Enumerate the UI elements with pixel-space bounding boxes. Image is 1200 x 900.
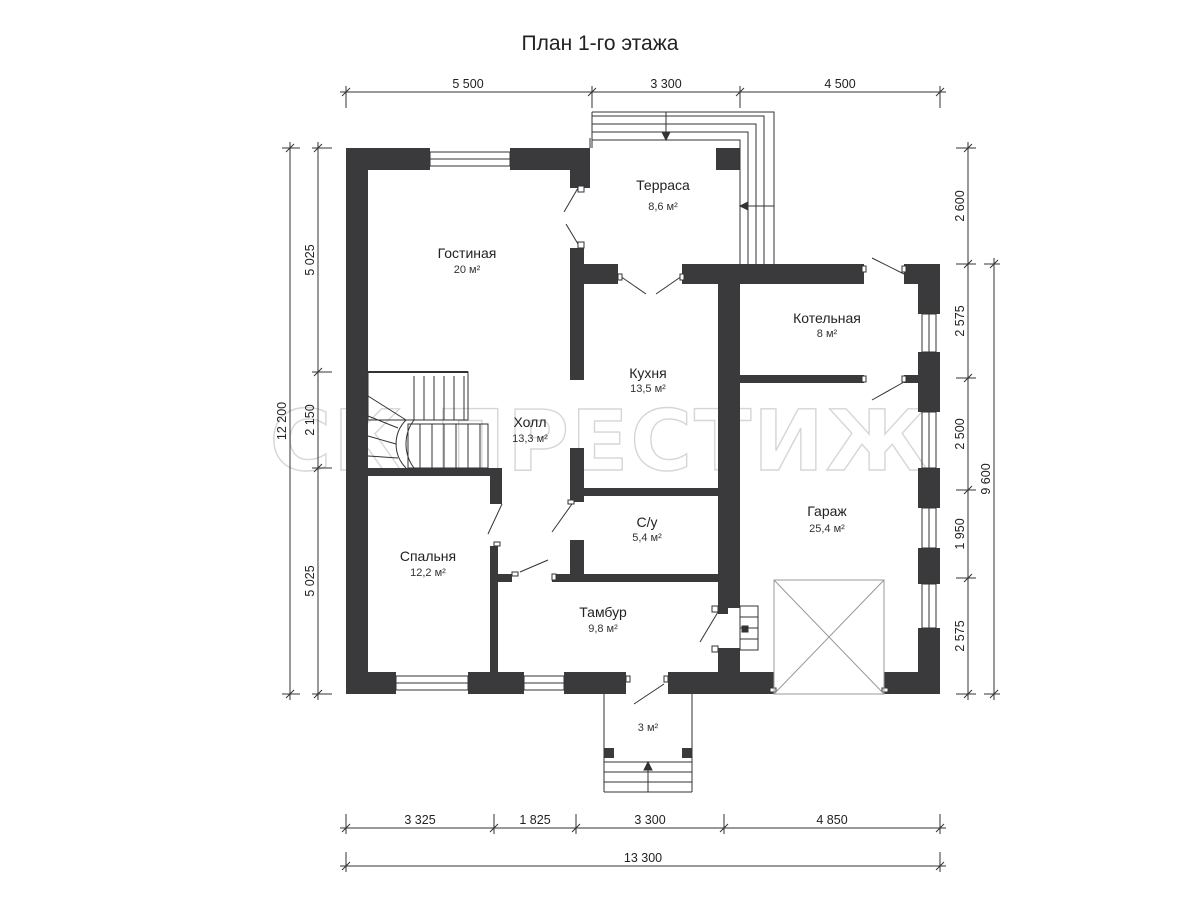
wall-wc-left-upper	[570, 448, 584, 502]
room-name-kitchen: Кухня	[629, 365, 666, 381]
door-entrance	[633, 683, 665, 705]
room-area-kitchen: 13,5 м²	[630, 383, 666, 395]
wall-bedroom-jamb	[490, 468, 502, 504]
door-boiler-outside	[871, 257, 905, 275]
doors	[487, 185, 907, 705]
wall-right-3	[918, 468, 940, 508]
wall-bedroom-top	[368, 468, 502, 476]
room-area-wc: 5,4 м²	[632, 532, 662, 544]
dim-left-3: 5 025	[303, 565, 317, 596]
dimension-lines	[282, 86, 1000, 872]
dim-left-total: 12 200	[275, 402, 289, 440]
wall-terrace-right-pier	[716, 148, 740, 170]
wall-kitchen-top-left	[584, 264, 618, 284]
wall-bedroom-stub	[498, 574, 512, 582]
room-labels: Терраса 8,6 м² Гостиная 20 м² Котельная …	[400, 177, 861, 734]
wall-garage-left-bottom	[718, 648, 740, 694]
wall-bottom-3	[564, 672, 626, 694]
door-hall	[551, 503, 573, 533]
wall-vestibule-pier-1	[718, 608, 728, 614]
wall-right-4	[918, 548, 940, 584]
page-title: План 1-го этажа	[521, 32, 679, 55]
room-area-vestibule: 9,8 м²	[588, 623, 618, 635]
terrace	[589, 111, 775, 264]
wall-wc-top	[584, 488, 718, 496]
door-kitchen	[619, 275, 647, 295]
room-area-living: 20 м²	[454, 264, 481, 276]
dim-bottom-2: 1 825	[519, 813, 550, 827]
dim-right-5: 2 575	[953, 620, 967, 651]
room-name-garage: Гараж	[807, 503, 847, 519]
wall-right-top	[904, 264, 940, 284]
wall-boiler-bottom-right	[904, 375, 924, 383]
dim-left-2: 2 150	[303, 404, 317, 435]
door-bedroom	[487, 503, 503, 535]
porch-post-right	[682, 748, 692, 758]
wall-wc-bottom	[584, 574, 718, 582]
wall-bottom-1	[346, 672, 396, 694]
door-terrace	[563, 187, 579, 213]
windows	[395, 151, 937, 691]
dim-bottom-1: 3 325	[404, 813, 435, 827]
wall-right-2	[918, 352, 940, 412]
porch	[603, 694, 693, 793]
room-name-terrace: Терраса	[636, 177, 690, 193]
room-name-hall: Холл	[514, 414, 547, 430]
wall-vestibule-pier-2	[718, 648, 728, 654]
dim-right-2: 2 575	[953, 305, 967, 336]
dim-right-4: 1 950	[953, 518, 967, 549]
garage-gate	[773, 579, 885, 695]
room-area-bedroom: 12,2 м²	[410, 567, 446, 579]
room-name-living: Гостиная	[438, 245, 497, 261]
room-area-terrace: 8,6 м²	[648, 201, 678, 213]
dim-top-1: 5 500	[452, 77, 483, 91]
room-area-hall: 13,3 м²	[512, 433, 548, 445]
room-area-garage: 25,4 м²	[809, 523, 845, 535]
dim-right-3: 2 500	[953, 418, 967, 449]
room-area-boiler: 8 м²	[817, 328, 838, 340]
wall-bedroom-right	[490, 546, 498, 672]
dim-left-1: 5 025	[303, 244, 317, 275]
walls	[346, 148, 940, 758]
wall-terrace-left-pier	[570, 148, 590, 188]
wall-kitchen-left	[570, 248, 584, 380]
wall-wc-left-lower	[570, 540, 584, 580]
wall-boiler-top	[682, 264, 864, 284]
door-garage	[699, 611, 719, 643]
dim-top-3: 4 500	[824, 77, 855, 91]
ventilation-unit	[739, 605, 759, 651]
wall-bottom-2	[468, 672, 524, 694]
dim-top-2: 3 300	[650, 77, 681, 91]
wall-left	[346, 148, 368, 694]
porch-post-left	[604, 748, 614, 758]
room-name-wc: С/у	[637, 514, 658, 530]
wall-garage-left	[718, 264, 740, 608]
room-name-boiler: Котельная	[793, 310, 861, 326]
staircase	[367, 371, 489, 469]
room-name-vestibule: Тамбур	[579, 604, 627, 620]
dim-bottom-total: 13 300	[624, 851, 662, 865]
wall-right-5	[918, 628, 940, 694]
dim-bottom-4: 4 850	[816, 813, 847, 827]
dim-right-total: 9 600	[979, 463, 993, 494]
room-area-porch: 3 м²	[638, 722, 659, 734]
room-name-bedroom: Спальня	[400, 548, 456, 564]
dim-bottom-3: 3 300	[634, 813, 665, 827]
door-boiler-garage	[871, 381, 905, 401]
wall-vestibule-top-left	[552, 574, 584, 582]
dimension-labels: 5 500 3 300 4 500 3 325 1 825 3 300 4 85…	[275, 77, 993, 865]
door-vestibule	[519, 559, 549, 573]
dim-right-1: 2 600	[953, 190, 967, 221]
wall-boiler-bottom	[740, 375, 864, 383]
